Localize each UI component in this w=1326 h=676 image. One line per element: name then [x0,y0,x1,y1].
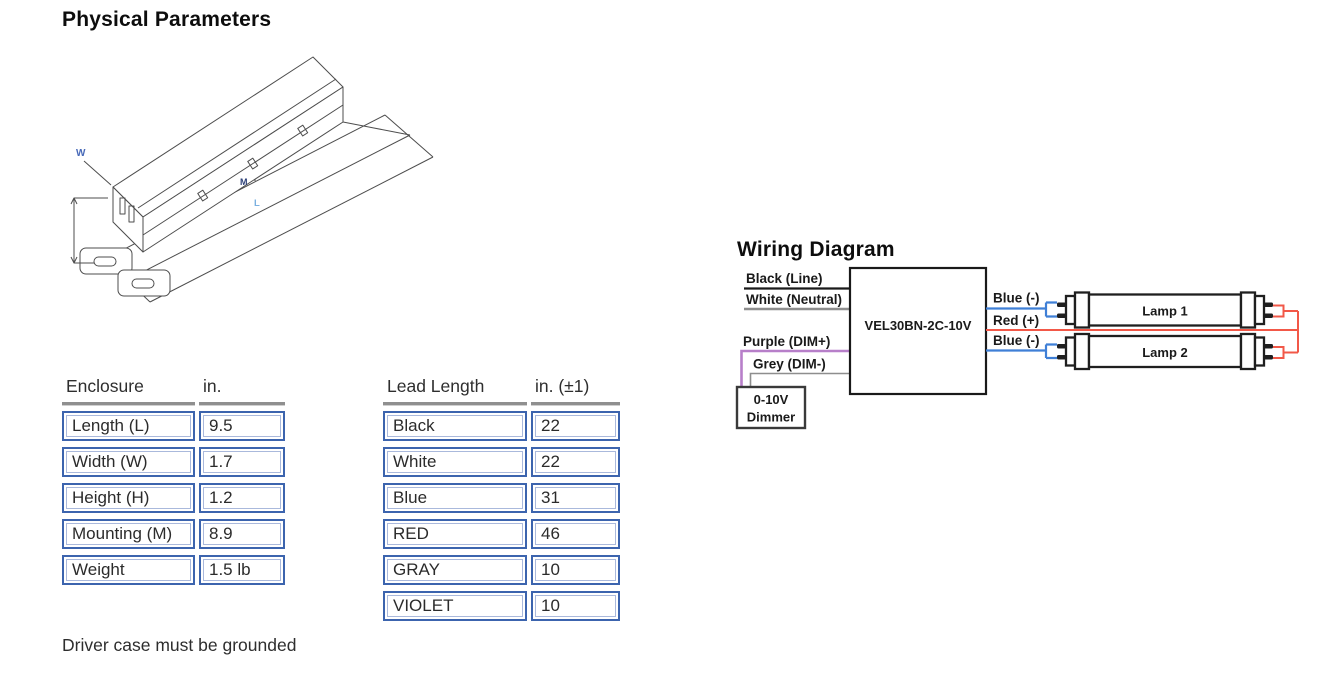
lead-row-label: Blue [383,483,527,513]
table-row: Weight 1.5 lb [62,555,285,585]
dimension-label-w: W [76,148,86,159]
enclosure-row-label: Mounting (M) [62,519,195,549]
wiring-diagram: Black (Line) White (Neutral) Purple (DIM… [735,266,1299,430]
lamp-1: Lamp 1 [1057,291,1273,329]
red-positive-wire [986,304,1299,359]
dimension-label-m: M [240,177,248,187]
table-row: GRAY 10 [383,555,620,585]
dimmer-label-line2: Dimmer [747,410,795,425]
grounding-note: Driver case must be grounded [62,635,297,655]
enclosure-row-value: 1.5 lb [199,555,285,585]
lead-row-label: VIOLET [383,591,527,621]
purple-dim-plus-wire [740,349,850,387]
enclosure-row-value: 1.2 [199,483,285,513]
lead-length-table: Lead Length in. (±1) Black 22 White 22 B… [383,376,620,621]
table-row: RED 46 [383,519,620,549]
dimmer-label-line1: 0-10V [754,392,789,407]
dimension-line-outer [149,156,434,303]
table-row: White 22 [383,447,620,477]
enclosure-row-label: Height (H) [62,483,195,513]
grey-dim-minus-label: Grey (DIM-) [753,357,826,372]
dimmer-box: 0-10V Dimmer [735,385,807,430]
black-line-label: Black (Line) [746,271,823,286]
lamp-2-label: Lamp 2 [1142,345,1188,360]
enclosure-row-value: 1.7 [199,447,285,477]
blue-negative-wire-2 [986,343,1057,360]
mounting-feet [79,247,171,297]
enclosure-table-header: Enclosure in. [62,376,285,405]
driver-model-label: VEL30BN-2C-10V [865,318,972,333]
enclosure-row-label: Weight [62,555,195,585]
lead-row-label: Black [383,411,527,441]
dimension-label-l: L [254,198,260,209]
driver-box: VEL30BN-2C-10V [848,266,988,396]
lead-row-value: 46 [531,519,620,549]
lead-length-header-name: Lead Length [383,376,527,405]
enclosure-row-label: Width (W) [62,447,195,477]
lamp-1-label: Lamp 1 [1142,304,1188,319]
enclosure-isometric-drawing: W M L [70,56,434,303]
table-row: Height (H) 1.2 [62,483,285,513]
blue-negative-label-2: Blue (-) [993,333,1040,348]
table-row: Length (L) 9.5 [62,411,285,441]
enclosure-table: Enclosure in. Length (L) 9.5 Width (W) 1… [62,376,285,585]
lead-length-header-unit: in. (±1) [531,376,620,405]
blue-negative-wire-1 [986,301,1057,318]
wire-exit-slots [119,197,135,223]
purple-dim-plus-label: Purple (DIM+) [743,334,830,349]
enclosure-row-value: 8.9 [199,519,285,549]
enclosure-header-name: Enclosure [62,376,195,405]
enclosure-row-value: 9.5 [199,411,285,441]
enclosure-header-unit: in. [199,376,285,405]
lead-row-value: 22 [531,447,620,477]
white-neutral-label: White (Neutral) [746,292,842,307]
grey-dim-minus-wire [749,372,850,387]
dimension-leader-w [83,160,112,186]
table-row: Blue 31 [383,483,620,513]
lead-row-value: 10 [531,555,620,585]
enclosure-lid-seam [137,78,344,236]
blue-negative-label-1: Blue (-) [993,291,1040,306]
lead-row-label: GRAY [383,555,527,585]
lead-row-value: 22 [531,411,620,441]
enclosure-row-label: Length (L) [62,411,195,441]
physical-parameters-title: Physical Parameters [62,8,272,31]
dimension-line-l [126,134,411,281]
table-row: Width (W) 1.7 [62,447,285,477]
wiring-diagram-title: Wiring Diagram [737,238,895,261]
lamp-2: Lamp 2 [1057,332,1273,371]
lead-length-table-header: Lead Length in. (±1) [383,376,620,405]
lead-row-label: RED [383,519,527,549]
lead-row-value: 10 [531,591,620,621]
dimension-line-h [70,197,108,264]
table-row: VIOLET 10 [383,591,620,621]
table-row: Black 22 [383,411,620,441]
lead-row-value: 31 [531,483,620,513]
lead-row-label: White [383,447,527,477]
table-row: Mounting (M) 8.9 [62,519,285,549]
enclosure-clips [197,124,309,202]
red-positive-label: Red (+) [993,313,1039,328]
